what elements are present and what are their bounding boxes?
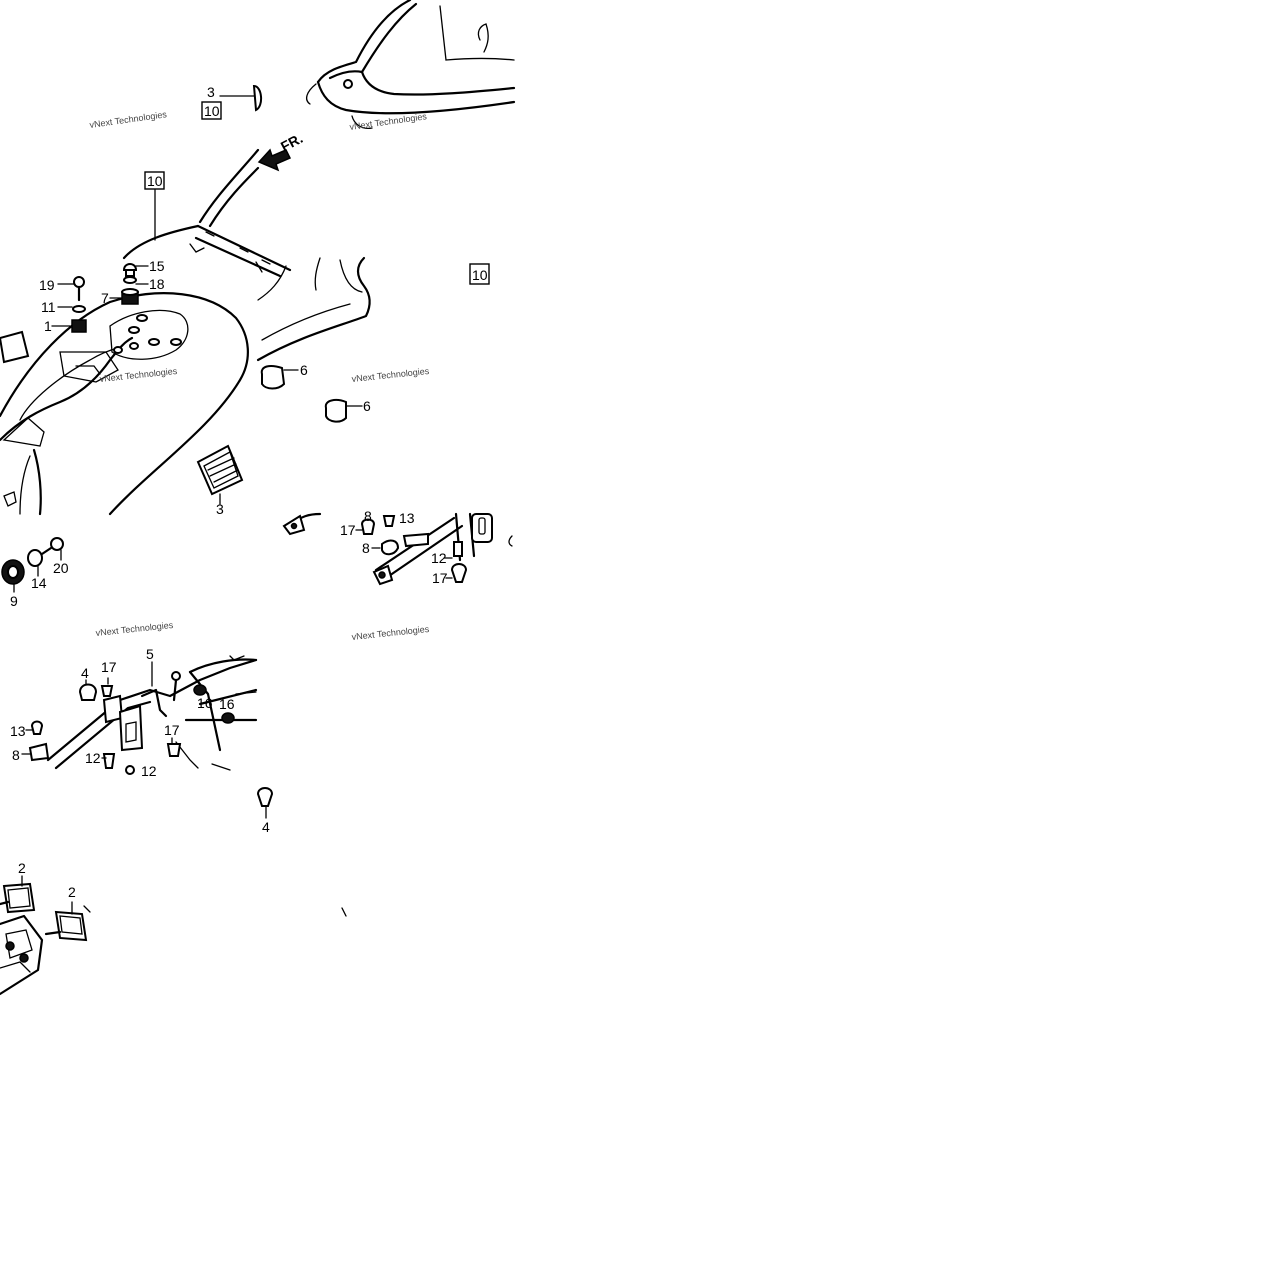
rubber-cap-4 (256, 787, 274, 819)
reflector-bracket-2-upper (0, 875, 36, 914)
rear-fender (0, 292, 249, 516)
callout-3: 3 (216, 501, 224, 517)
callout-6: 6 (300, 362, 308, 378)
watermark: vNext Technologies (351, 624, 430, 642)
callout-4: 4 (262, 819, 270, 835)
callout-12: 12 (141, 763, 157, 779)
callout-5: 5 (146, 646, 154, 662)
callout-10: 10 (147, 173, 163, 189)
side-cover (256, 256, 371, 362)
callout-6: 6 (363, 398, 371, 414)
callout-labels: 3 10 10 10 15 18 19 7 11 1 6 6 3 20 14 9… (10, 84, 490, 900)
callout-17: 17 (432, 570, 448, 586)
frame-rails (122, 148, 292, 278)
tile-bottom (0, 787, 347, 996)
cover-cap-lower (324, 399, 347, 423)
callout-4: 4 (81, 665, 89, 681)
callout-11: 11 (41, 299, 56, 315)
callout-18: 18 (149, 276, 165, 292)
callout-10: 10 (472, 267, 488, 283)
callout-17: 17 (101, 659, 117, 675)
reflector-left-edge (0, 330, 30, 364)
callout-9: 9 (10, 593, 18, 609)
callout-10: 10 (204, 103, 220, 119)
reflector-3 (196, 444, 244, 496)
license-bracket (0, 905, 347, 996)
callout-20: 20 (53, 560, 69, 576)
callout-12: 12 (85, 750, 101, 766)
callout-16: 16 (219, 696, 235, 712)
callout-3: 3 (207, 84, 215, 100)
fastener-stack (71, 263, 139, 333)
stay-bracket (282, 512, 513, 586)
callout-17: 17 (340, 522, 356, 538)
callout-1: 1 (44, 318, 52, 334)
callout-2: 2 (18, 860, 26, 876)
callout-13: 13 (10, 723, 26, 739)
callout-17: 17 (164, 722, 180, 738)
callout-box (201, 101, 222, 120)
callout-13: 13 (399, 510, 415, 526)
tail-cowl (305, 0, 516, 130)
callout-8: 8 (364, 508, 372, 524)
callout-7: 7 (101, 290, 109, 306)
callout-15: 15 (149, 258, 165, 274)
watermark: vNext Technologies (99, 366, 178, 384)
reflector-bracket-2-lower (44, 901, 88, 942)
cover-cap-upper (260, 365, 286, 390)
watermark: vNext Technologies (351, 366, 430, 384)
front-direction-arrow: FR. (257, 130, 305, 172)
callout-8: 8 (362, 540, 370, 556)
callout-box (469, 263, 490, 285)
callout-12: 12 (431, 550, 447, 566)
callout-box (144, 171, 165, 190)
callout-2: 2 (68, 884, 76, 900)
leader-lines-top (51, 84, 363, 505)
callout-16: 16 (197, 695, 213, 711)
callout-14: 14 (31, 575, 47, 591)
callout-19: 19 (39, 277, 55, 293)
tile-middle: vNext Technologies vNext Technologies (1, 512, 513, 775)
watermark: vNext Technologies (89, 109, 168, 130)
grommet-stack (1, 537, 64, 593)
watermark: vNext Technologies (95, 620, 174, 638)
tile-top: FR. (0, 0, 516, 516)
rear-frame-assembly (21, 655, 258, 775)
callout-8: 8 (12, 747, 20, 763)
